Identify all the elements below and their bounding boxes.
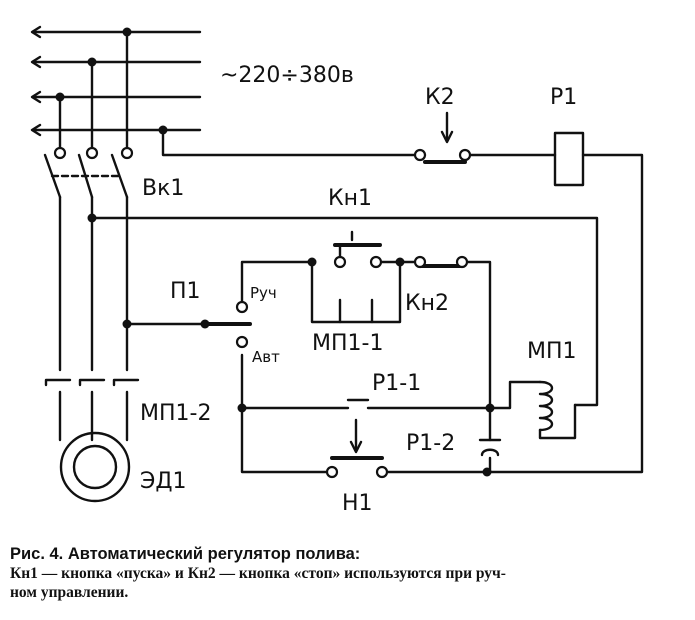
figure-caption: Рис. 4. Автоматический регулятор полива:… xyxy=(10,545,690,602)
ed1-label: ЭД1 xyxy=(140,469,187,494)
contactor-mp1-2 xyxy=(44,378,140,442)
n1-label: Н1 xyxy=(342,491,373,516)
switch-vk1 xyxy=(43,153,129,199)
mp1-2-label: МП1-2 xyxy=(140,401,211,426)
motor-ed1-inner xyxy=(72,444,118,490)
motor-ed1-outer xyxy=(59,431,131,503)
wiring-schematic: ~220÷380в К2 Р1 Вк1 Кн1 П1 Руч Авт МП1-1… xyxy=(30,25,644,516)
junction-dots xyxy=(55,27,495,477)
vk1-label: Вк1 xyxy=(142,176,184,201)
relay-r1-coil xyxy=(553,131,585,187)
coil-mp1 xyxy=(488,380,577,440)
k2-label: К2 xyxy=(425,85,455,110)
p1-label: П1 xyxy=(170,279,201,304)
contact-n1 xyxy=(330,418,489,474)
r1-label: Р1 xyxy=(550,85,577,110)
caption-title: Рис. 4. Автоматический регулятор полива: xyxy=(10,545,361,563)
mp1-label: МП1 xyxy=(527,339,577,364)
contact-k2 xyxy=(423,111,467,164)
supply-bus xyxy=(30,25,202,137)
supply-label: ~220÷380в xyxy=(220,63,354,88)
caption-line-1: Кн1 — кнопка «пуска» и Кн2 — кнопка «сто… xyxy=(10,565,506,582)
ruch-label: Руч xyxy=(250,284,277,302)
avt-label: Авт xyxy=(252,348,280,366)
kn1-label: Кн1 xyxy=(328,186,372,211)
mp1-1-label: МП1-1 xyxy=(312,331,383,356)
kn2-label: Кн2 xyxy=(405,291,449,316)
r1-1-label: Р1-1 xyxy=(372,371,421,396)
terminal-circles xyxy=(53,146,472,479)
r1-2-label: Р1-2 xyxy=(406,431,455,456)
caption-line-2: ном управлении. xyxy=(10,584,129,601)
